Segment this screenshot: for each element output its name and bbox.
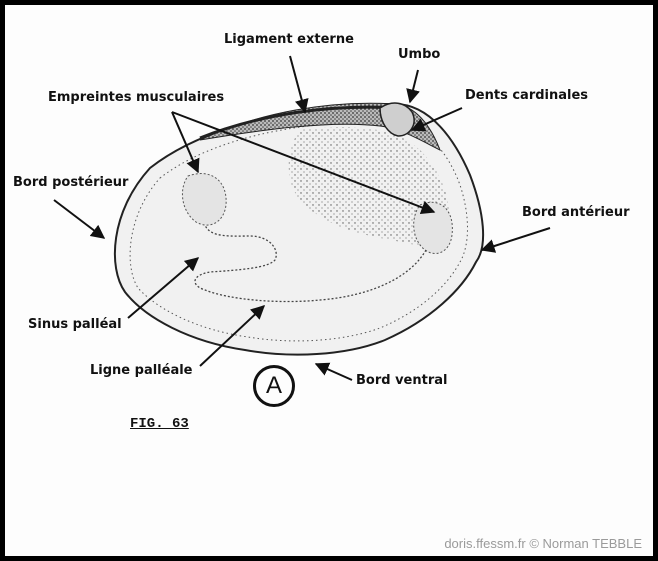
arrow-empreintes-posterior bbox=[171, 111, 200, 174]
arrow-sinus-palleal bbox=[127, 257, 200, 319]
arrow-ligne-palleale bbox=[199, 305, 266, 367]
pallial-line-shape bbox=[194, 224, 427, 303]
arrow-dents-cardinales bbox=[410, 107, 463, 132]
arrow-bord-posterieur bbox=[53, 199, 106, 239]
figure-caption: FIG. 63 bbox=[130, 416, 189, 432]
label-dents-cardinales: Dents cardinales bbox=[465, 88, 589, 103]
arrow-bord-ventral bbox=[314, 362, 353, 381]
posterior-muscle-scar bbox=[181, 173, 227, 226]
arrow-ligament-externe bbox=[289, 55, 309, 114]
anterior-muscle-scar bbox=[413, 201, 453, 254]
label-bord-posterieur: Bord postérieur bbox=[13, 175, 129, 190]
shell-inner-margin bbox=[129, 121, 468, 342]
arrow-umbo bbox=[406, 69, 420, 104]
label-sinus-palleal: Sinus palléal bbox=[28, 317, 122, 332]
view-letter-badge: A bbox=[253, 365, 295, 407]
label-empreintes-musculaires: Empreintes musculaires bbox=[48, 90, 225, 105]
image-credit: doris.ffessm.fr © Norman TEBBLE bbox=[444, 536, 642, 551]
label-ligne-palleale: Ligne palléale bbox=[90, 363, 193, 378]
label-bord-anterieur: Bord antérieur bbox=[522, 205, 630, 220]
label-umbo: Umbo bbox=[398, 47, 441, 62]
label-bord-ventral: Bord ventral bbox=[356, 373, 448, 388]
label-ligament-externe: Ligament externe bbox=[224, 32, 354, 47]
arrow-empreintes-anterior bbox=[171, 111, 436, 215]
arrow-bord-anterieur bbox=[480, 227, 551, 253]
